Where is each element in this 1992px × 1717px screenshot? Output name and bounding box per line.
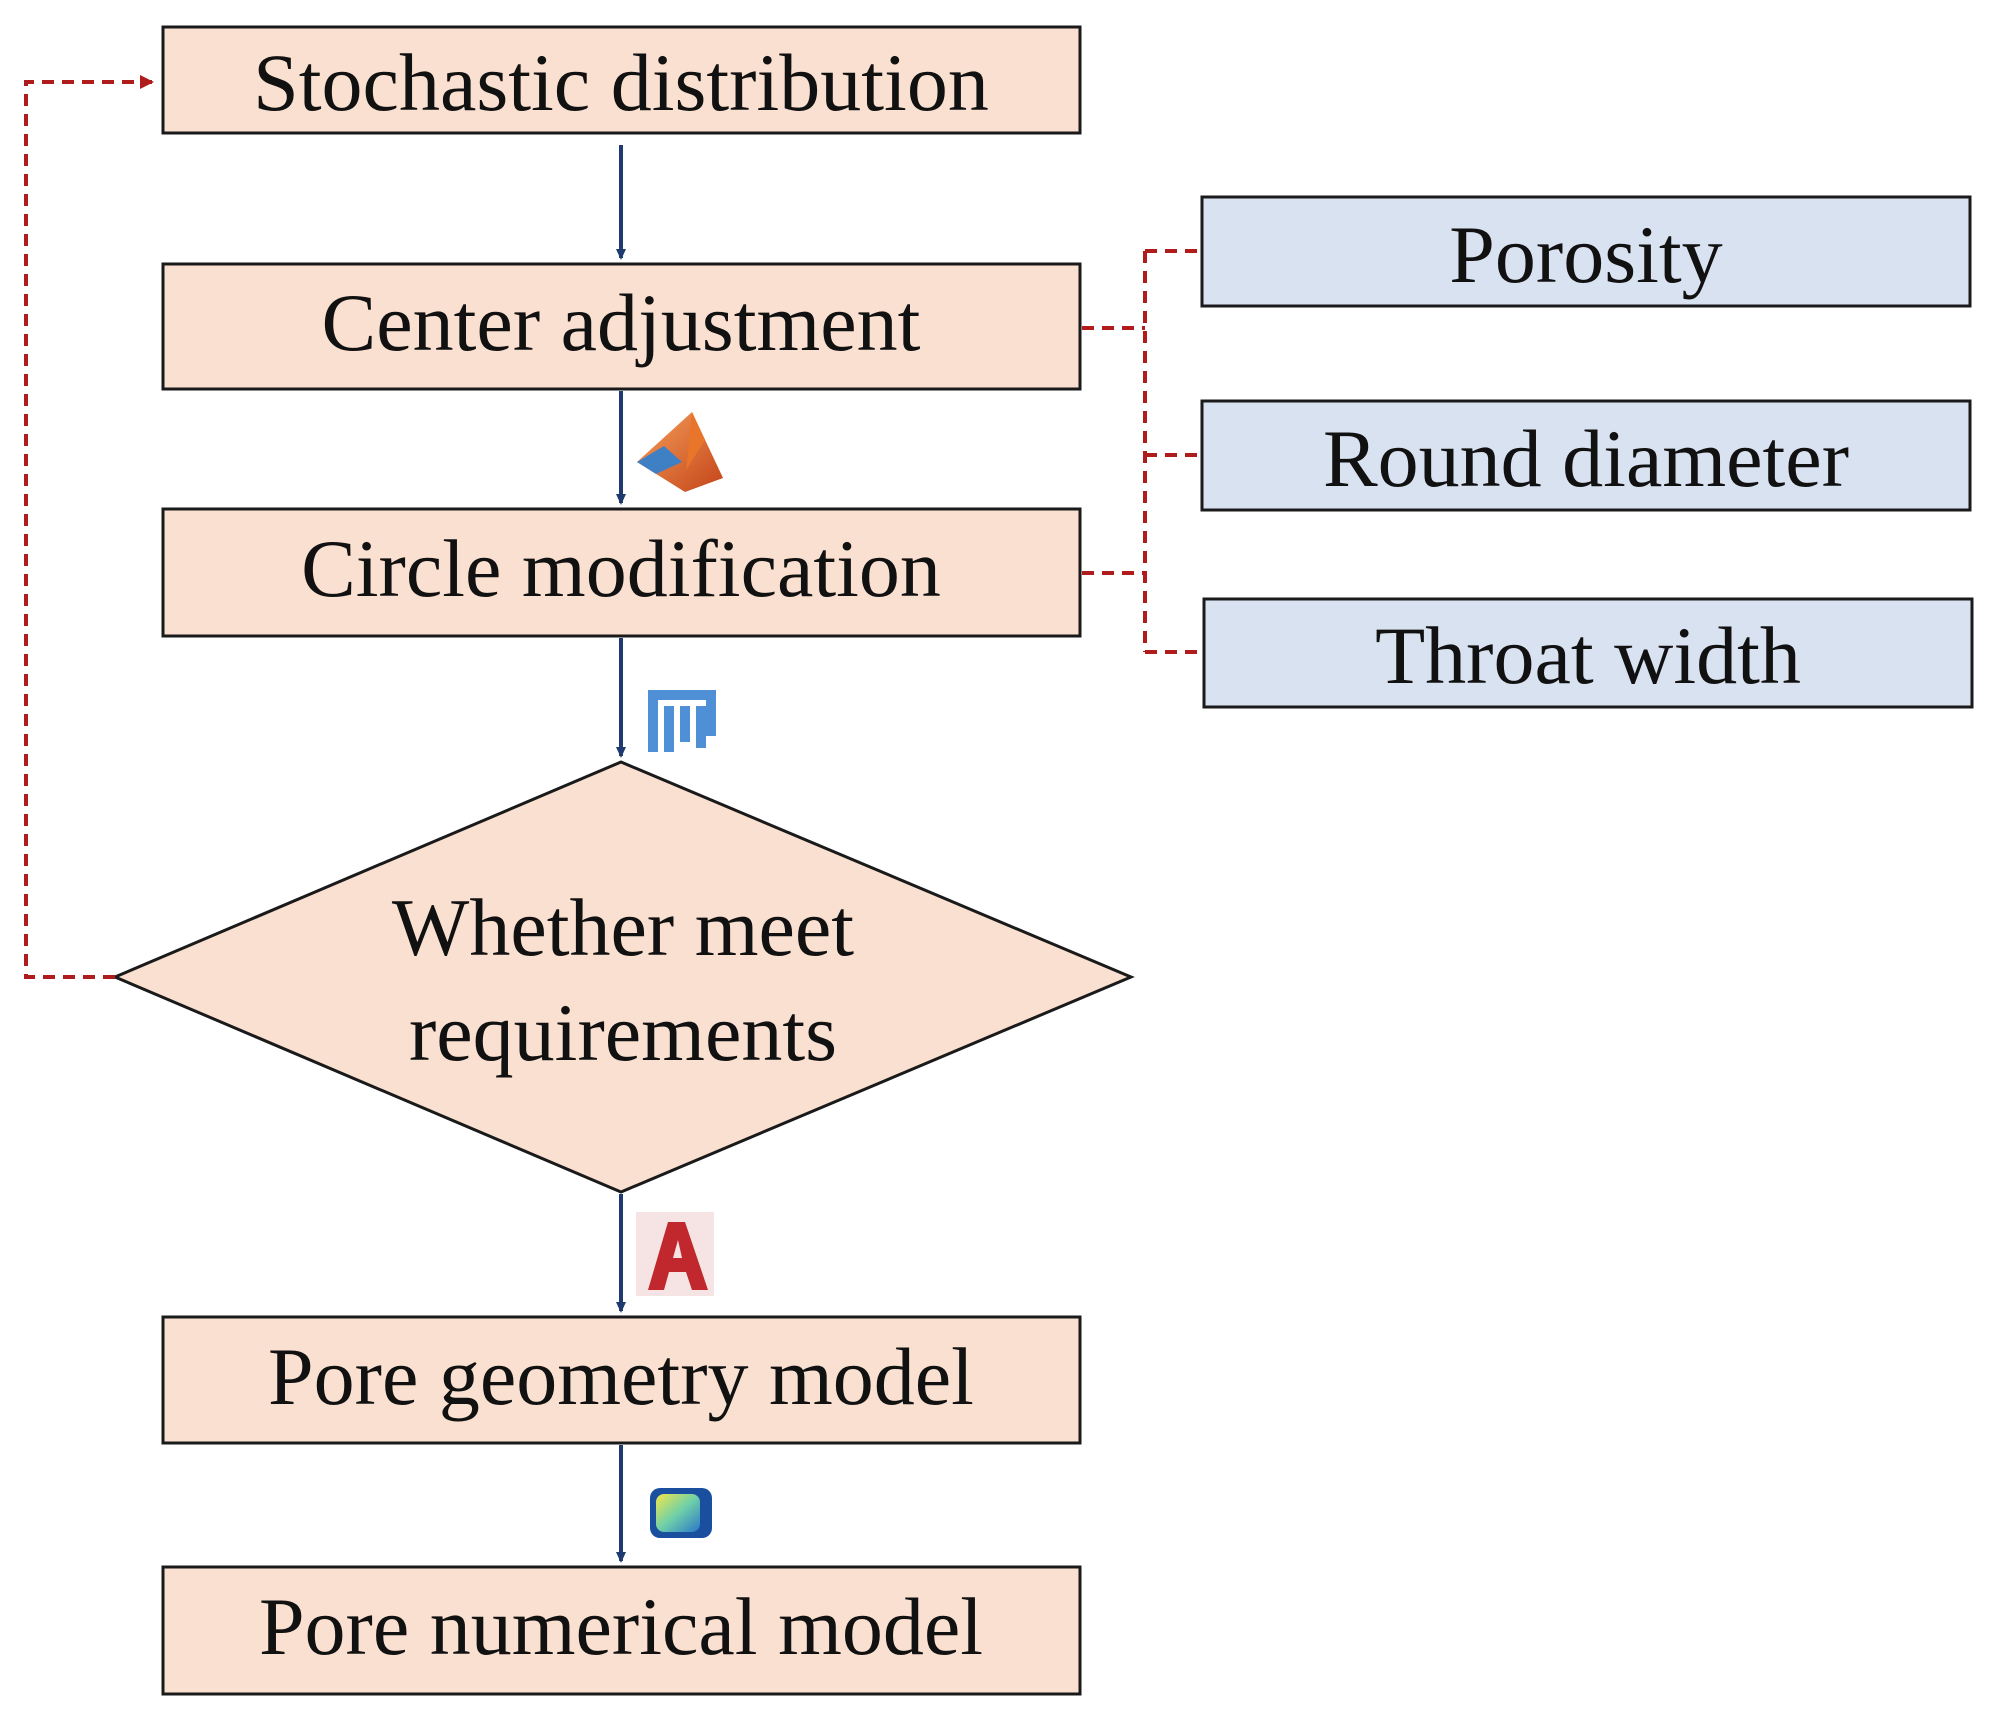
param-throat-width: Throat width bbox=[1202, 597, 1974, 709]
comsol-icon bbox=[650, 1488, 712, 1538]
param-porosity: Porosity bbox=[1200, 195, 1972, 308]
step-label: Pore numerical model bbox=[259, 1581, 983, 1672]
step-label: Center adjustment bbox=[322, 277, 921, 368]
parameter-connectors bbox=[1082, 249, 1204, 654]
step-label: Pore geometry model bbox=[268, 1331, 974, 1422]
param-label: Porosity bbox=[1449, 209, 1722, 300]
decision-whether-meet-requirements: Whether meet requirements bbox=[111, 760, 1135, 1194]
imagej-icon bbox=[648, 690, 716, 752]
decision-label-line2: requirements bbox=[409, 987, 837, 1078]
step-center-adjustment: Center adjustment bbox=[161, 262, 1082, 391]
step-pore-geometry-model: Pore geometry model bbox=[161, 1315, 1082, 1445]
step-stochastic-distribution: Stochastic distribution bbox=[161, 25, 1082, 135]
param-label: Throat width bbox=[1375, 610, 1801, 701]
step-circle-modification: Circle modification bbox=[161, 507, 1082, 638]
matlab-icon bbox=[637, 412, 723, 492]
feedback-loop bbox=[24, 75, 154, 979]
param-round-diameter: Round diameter bbox=[1200, 399, 1972, 512]
step-pore-numerical-model: Pore numerical model bbox=[161, 1565, 1082, 1696]
decision-label-line1: Whether meet bbox=[392, 882, 854, 973]
autocad-icon bbox=[636, 1212, 714, 1296]
step-label: Stochastic distribution bbox=[253, 37, 989, 128]
step-label: Circle modification bbox=[301, 523, 941, 614]
param-label: Round diameter bbox=[1323, 413, 1849, 504]
